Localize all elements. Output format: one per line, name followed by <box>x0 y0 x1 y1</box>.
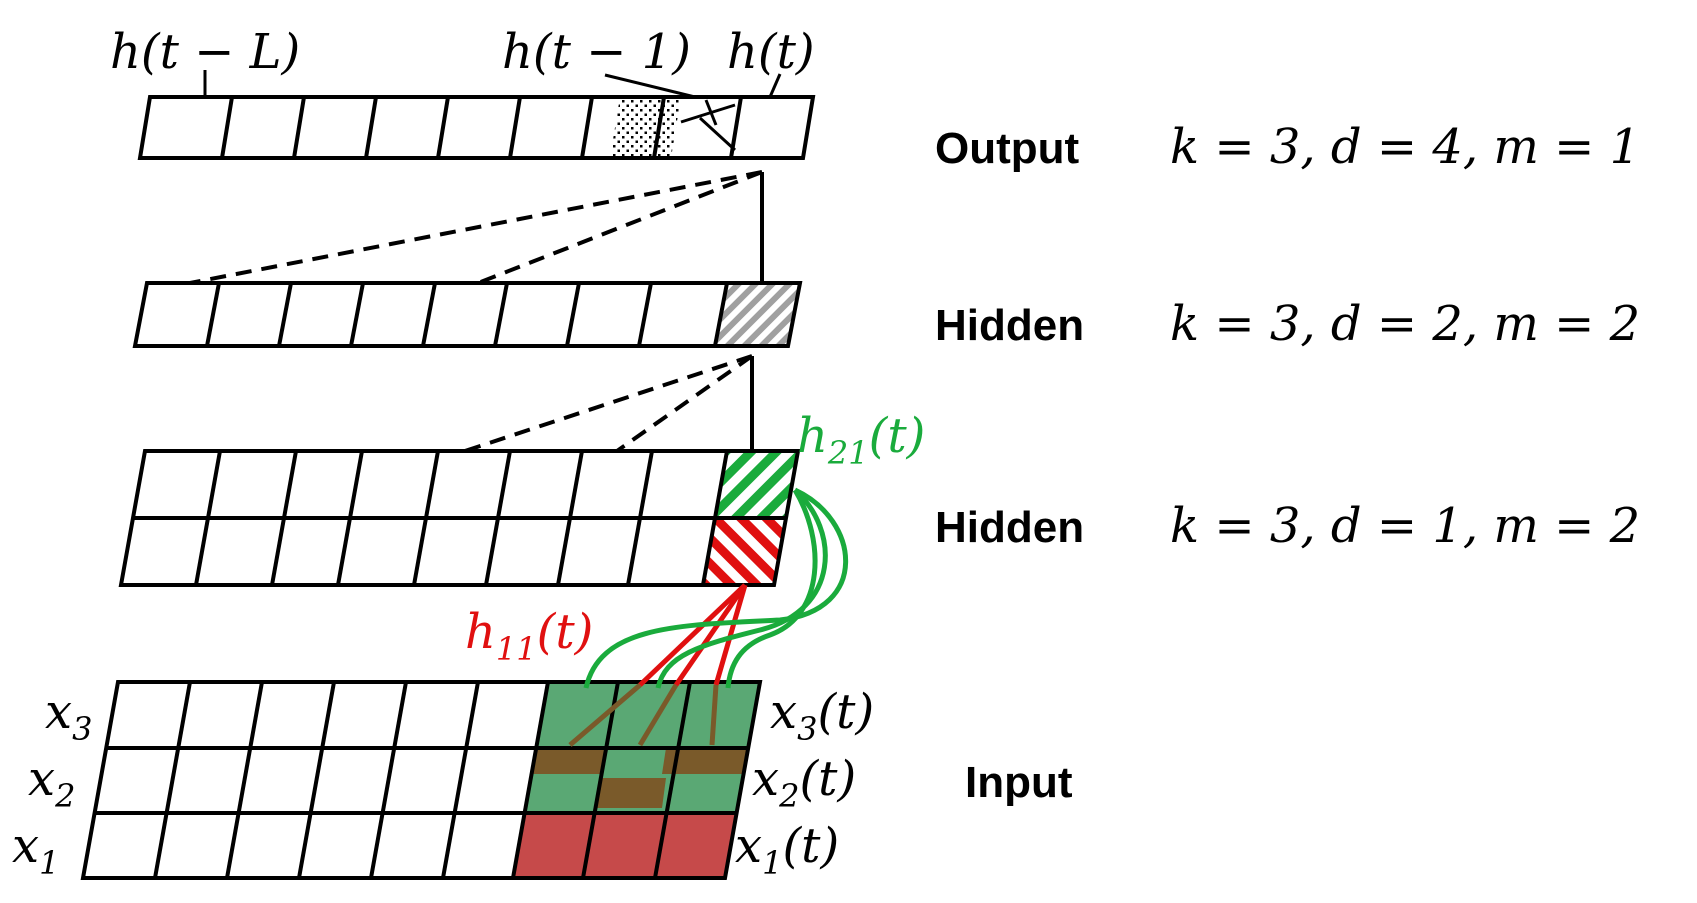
label-h-t: h(t) <box>727 24 815 80</box>
input-layer <box>80 680 763 880</box>
hidden-layer-2 <box>132 281 803 348</box>
layer-params-output: k = 3, d = 4, m = 1 <box>1170 119 1640 175</box>
output-layer <box>137 95 816 160</box>
input-brown-band <box>533 748 604 774</box>
label-x3-right: x3(t) <box>770 684 874 748</box>
dilated-connections-d2 <box>464 354 754 453</box>
output-cell-diag <box>698 116 737 152</box>
label-x1-right: x1(t) <box>735 818 839 882</box>
hidden1-cell-h21 <box>716 451 798 518</box>
input-brown-band <box>662 748 748 774</box>
label-x2-left: x2 <box>28 751 75 815</box>
label-h11: h11(t) <box>465 604 593 668</box>
label-x2-right: x2(t) <box>752 751 856 815</box>
output-cell-diag <box>704 99 718 126</box>
input-cell-x3 <box>536 682 760 748</box>
label-h21: h21(t) <box>797 408 925 472</box>
green-connections <box>583 487 849 689</box>
hidden2-cell-current <box>713 283 800 346</box>
hidden2-strip <box>132 281 803 348</box>
layer-name-output: Output <box>935 124 1080 173</box>
label-x3-left: x3 <box>45 684 92 748</box>
input-cell-x1 <box>513 813 737 878</box>
brown-connections <box>568 683 719 747</box>
hidden1-cell-h11 <box>703 518 787 585</box>
output-cell-diag <box>680 103 736 124</box>
label-x1-left: x1 <box>12 818 59 882</box>
input-brown-band <box>594 778 666 808</box>
hidden-layer-1 <box>118 449 801 587</box>
red-connections <box>638 583 748 687</box>
layer-params-hidden-2: k = 3, d = 2, m = 2 <box>1170 296 1640 352</box>
layer-params-hidden-1: k = 3, d = 1, m = 2 <box>1170 498 1640 554</box>
layer-name-input: Input <box>965 758 1073 807</box>
label-h-t-minus-1: h(t − 1) <box>502 24 691 80</box>
dilated-connections-d4 <box>189 170 764 285</box>
layer-name-hidden-2: Hidden <box>935 301 1084 350</box>
output-cell-pattern-dots <box>610 97 681 158</box>
layer-name-hidden-1: Hidden <box>935 503 1084 552</box>
